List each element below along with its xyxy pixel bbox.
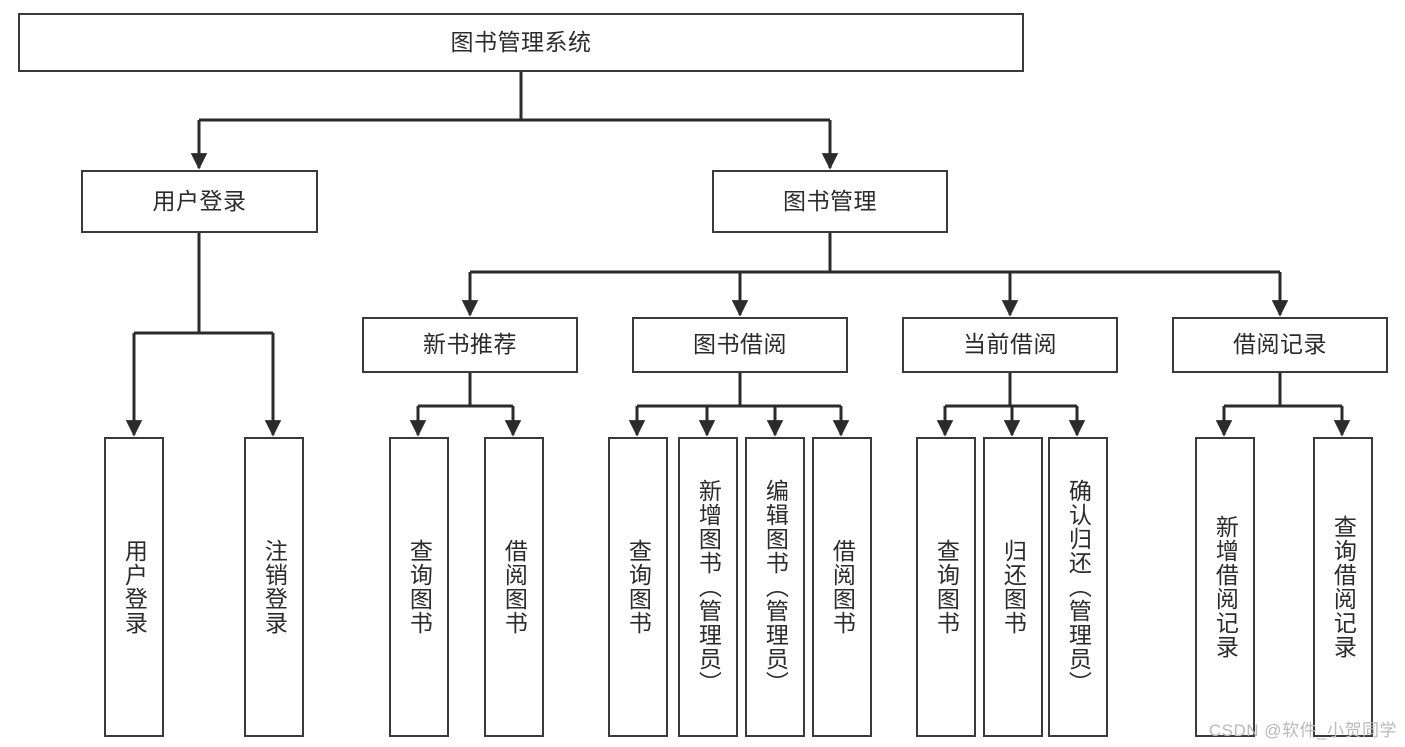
node-leaf-confirm-return-admin[interactable]: 确认归还（管理员）: [1048, 437, 1108, 737]
node-label: 借阅图书: [829, 539, 856, 635]
node-root-book-management-system[interactable]: 图书管理系统: [18, 13, 1024, 72]
node-label: 图书管理: [783, 187, 877, 214]
node-label: 用户登录: [121, 539, 148, 635]
node-leaf-add-borrow-record[interactable]: 新增借阅记录: [1195, 437, 1255, 737]
node-label: 编辑图书（管理员）: [762, 479, 789, 695]
node-leaf-edit-book-admin[interactable]: 编辑图书（管理员）: [745, 437, 805, 737]
node-leaf-logout[interactable]: 注销登录: [244, 437, 304, 737]
node-leaf-query-book-current[interactable]: 查询图书: [916, 437, 976, 737]
node-label: 新增图书（管理员）: [695, 479, 722, 695]
node-label: 查询图书: [406, 539, 433, 635]
node-label: 查询图书: [625, 539, 652, 635]
node-label: 当前借阅: [963, 331, 1057, 358]
node-user-login[interactable]: 用户登录: [81, 170, 318, 233]
node-leaf-query-book-recommend[interactable]: 查询图书: [389, 437, 449, 737]
node-label: 查询图书: [933, 539, 960, 635]
node-leaf-add-book-admin[interactable]: 新增图书（管理员）: [678, 437, 738, 737]
node-new-book-recommend[interactable]: 新书推荐: [362, 317, 578, 373]
node-leaf-query-borrow-record[interactable]: 查询借阅记录: [1313, 437, 1373, 737]
node-leaf-borrow-book-borrow[interactable]: 借阅图书: [812, 437, 872, 737]
node-leaf-user-login[interactable]: 用户登录: [104, 437, 164, 737]
node-label: 借阅记录: [1233, 331, 1327, 358]
node-leaf-return-book[interactable]: 归还图书: [983, 437, 1043, 737]
node-label: 查询借阅记录: [1330, 515, 1357, 659]
node-label: 新增借阅记录: [1212, 515, 1239, 659]
node-label: 图书借阅: [693, 331, 787, 358]
node-label: 归还图书: [1000, 539, 1027, 635]
node-leaf-query-book-borrow[interactable]: 查询图书: [608, 437, 668, 737]
node-label: 借阅图书: [501, 539, 528, 635]
node-borrow-record[interactable]: 借阅记录: [1172, 317, 1388, 373]
csdn-watermark: CSDN @软件_小贺同学: [1208, 721, 1397, 740]
node-label: 图书管理系统: [450, 28, 592, 55]
node-leaf-borrow-book-recommend[interactable]: 借阅图书: [484, 437, 544, 737]
node-label: 注销登录: [261, 539, 288, 635]
node-book-borrow[interactable]: 图书借阅: [632, 317, 848, 373]
node-label: 新书推荐: [423, 331, 517, 358]
node-label: 确认归还（管理员）: [1065, 479, 1092, 695]
node-label: 用户登录: [152, 187, 247, 214]
node-book-management[interactable]: 图书管理: [712, 170, 948, 233]
node-current-borrow[interactable]: 当前借阅: [902, 317, 1118, 373]
